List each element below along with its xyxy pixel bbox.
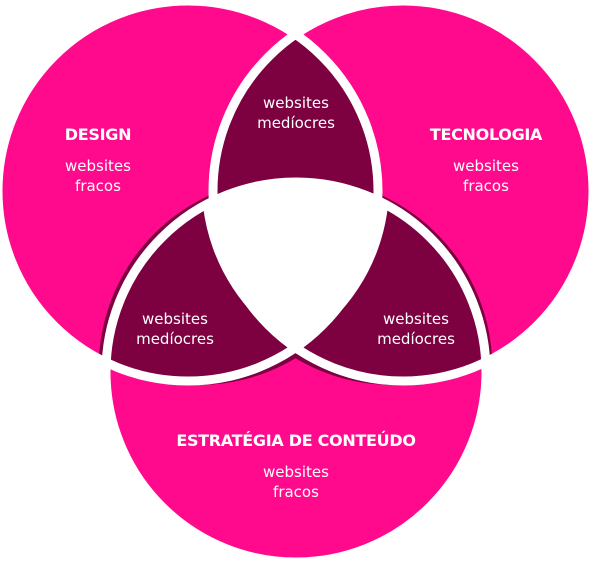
estrategia-title: ESTRATÉGIA DE CONTEÚDO [176, 431, 416, 450]
overlap-right-line1: websites [383, 310, 449, 328]
overlap-top-line2: medíocres [257, 114, 335, 132]
estrategia-label: ESTRATÉGIA DE CONTEÚDO websites fracos [146, 430, 446, 502]
center-region [203, 181, 388, 348]
overlap-right-label: websites medíocres [356, 309, 476, 349]
tecnologia-line1: websites [453, 157, 519, 175]
tecnologia-title: TECNOLOGIA [429, 125, 543, 144]
overlap-top-label: websites medíocres [236, 93, 356, 133]
design-title: DESIGN [64, 125, 132, 144]
overlap-left-line1: websites [142, 310, 208, 328]
design-label: DESIGN websites fracos [18, 124, 178, 196]
overlap-top-line1: websites [263, 94, 329, 112]
tecnologia-label: TECNOLOGIA websites fracos [396, 124, 576, 196]
separator-design [0, 0, 383, 386]
tecnologia-line2: fracos [463, 177, 509, 195]
separator-tecnologia [208, 0, 591, 386]
design-line1: websites [65, 157, 131, 175]
design-line2: fracos [75, 177, 121, 195]
estrategia-line1: websites [263, 463, 329, 481]
overlap-left-label: websites medíocres [115, 309, 235, 349]
overlap-right-line2: medíocres [377, 330, 455, 348]
estrategia-line2: fracos [273, 483, 319, 501]
overlap-left-line2: medíocres [136, 330, 214, 348]
